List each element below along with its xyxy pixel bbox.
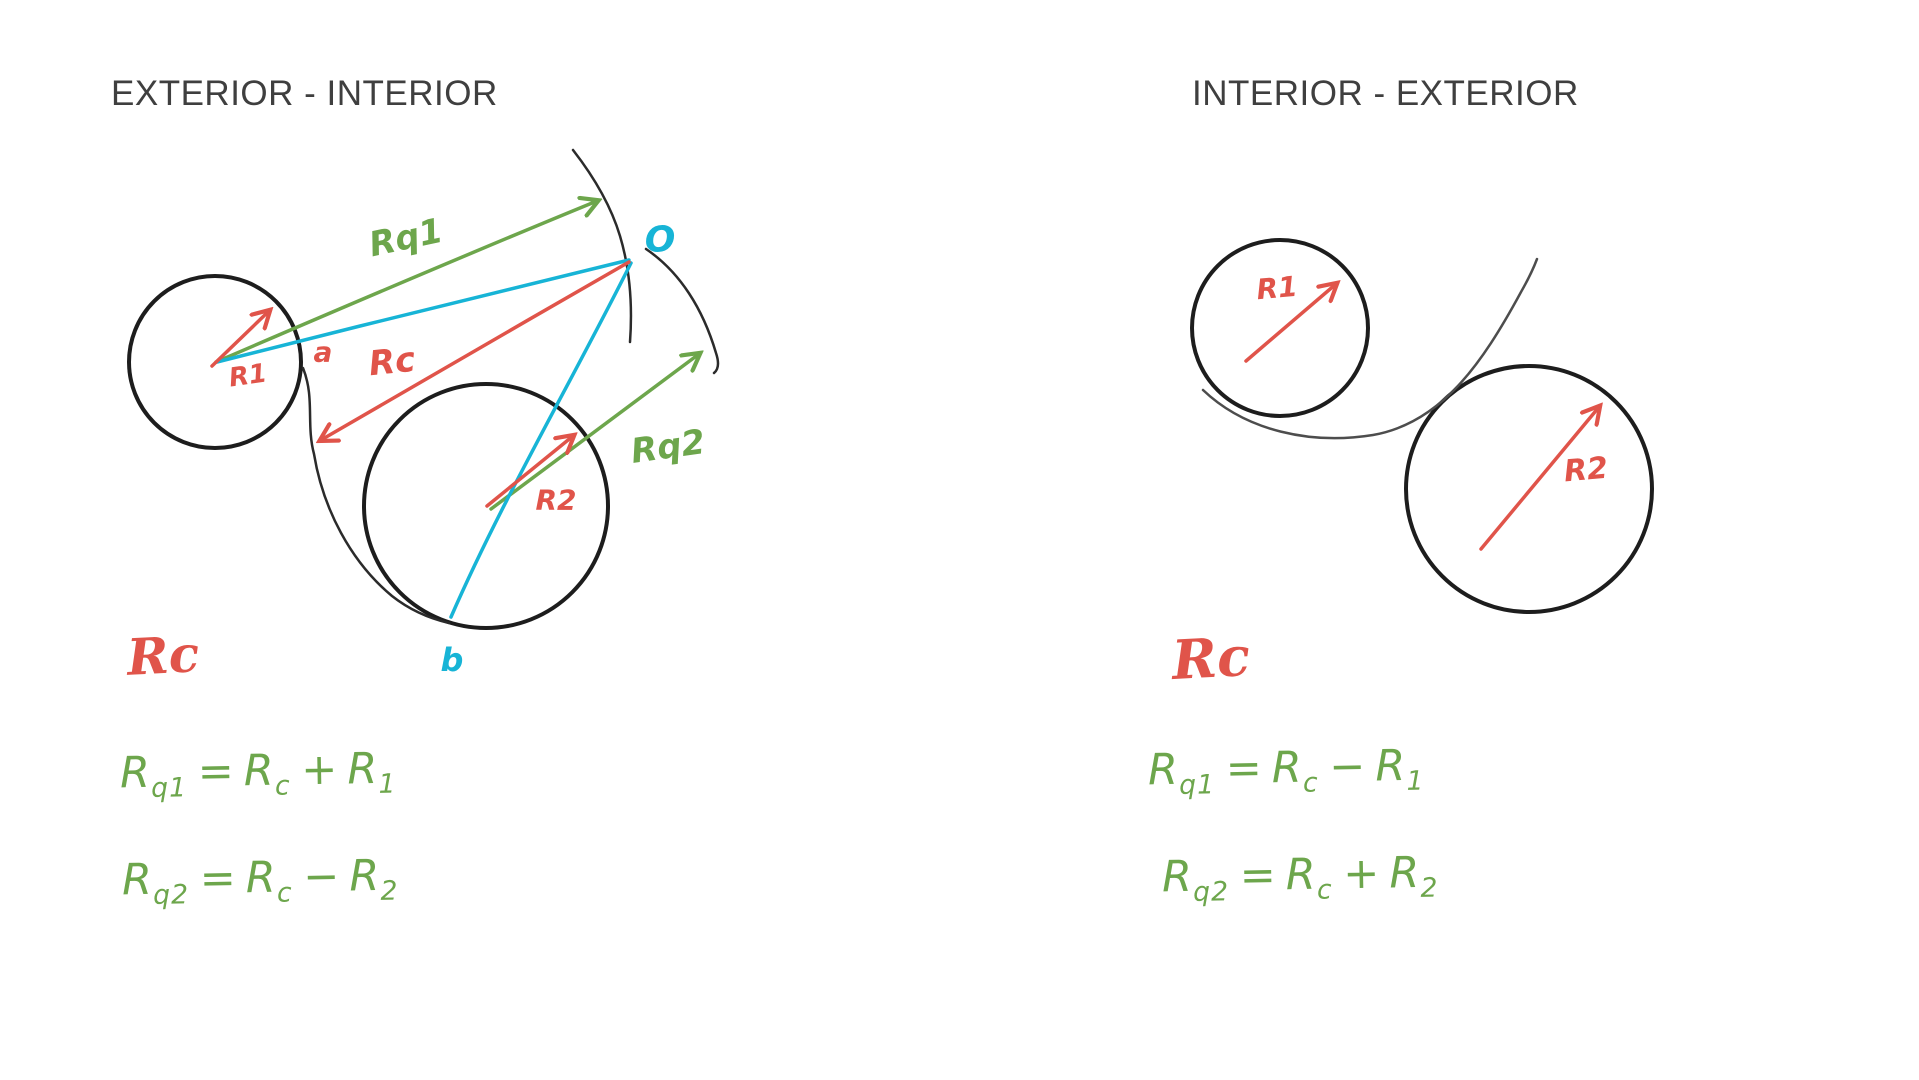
left-label-o: O <box>644 219 676 261</box>
formula-sub: 2 <box>380 875 399 907</box>
formula-term: R <box>243 745 276 797</box>
formula-term: R <box>346 743 379 795</box>
right-label-r2: R2 <box>1562 450 1610 490</box>
left-guide-curve-top <box>571 148 633 344</box>
formula-operator: + <box>300 744 339 796</box>
formula-sub: 1 <box>1406 765 1425 797</box>
left-line-a <box>215 258 631 364</box>
formula-sub: c <box>274 770 291 802</box>
left-label-b: b <box>440 641 464 679</box>
left-arrow-rq2 <box>489 354 699 511</box>
formula-term: R <box>1147 744 1180 796</box>
formula-term: R <box>348 850 381 902</box>
formula-equals: = <box>197 746 236 798</box>
formula-sub: q2 <box>152 878 190 911</box>
formula-term: R <box>245 852 278 904</box>
left-label-r1: R1 <box>227 358 269 394</box>
formula-term: R <box>1374 740 1407 792</box>
left-label-r2: R2 <box>535 483 577 517</box>
left-arrow-r1 <box>210 311 269 368</box>
right-large-circle <box>1404 364 1654 614</box>
right-formula-rq2: Rq2=Rc+R2 <box>1162 848 1441 908</box>
formula-equals: = <box>1225 743 1264 795</box>
formula-term: R <box>1271 742 1304 794</box>
formula-term: R <box>1388 847 1421 899</box>
right-label-r1: R1 <box>1255 269 1299 307</box>
formula-sub: q1 <box>150 771 188 804</box>
formula-term: R <box>119 747 152 799</box>
left-guide-curve-left <box>301 366 451 625</box>
formula-operator: + <box>1342 848 1381 900</box>
left-label-rc: Rc <box>366 339 418 385</box>
formula-equals: = <box>199 853 238 905</box>
left-formula-rq2: Rq2=Rc−R2 <box>122 851 401 911</box>
right-tangent-curve <box>1201 257 1539 440</box>
right-formula-rq1: Rq1=Rc−R1 <box>1148 741 1427 801</box>
left-label-a: a <box>313 335 333 369</box>
right-section-title: INTERIOR - EXTERIOR <box>1192 74 1579 113</box>
left-small-circle <box>127 274 303 450</box>
formula-sub: 2 <box>1420 872 1439 904</box>
formula-term: R <box>1285 849 1318 901</box>
left-large-circle <box>362 382 610 630</box>
left-formula-rq1: Rq1=Rc+R1 <box>120 744 399 804</box>
formula-term: R <box>1161 851 1194 903</box>
formula-sub: q1 <box>1178 768 1216 801</box>
formula-sub: c <box>276 877 293 909</box>
right-small-circle <box>1190 238 1370 418</box>
right-rc-heading: Rc <box>1170 624 1252 692</box>
right-arrow-r1 <box>1244 284 1336 363</box>
left-section-title: EXTERIOR - INTERIOR <box>111 74 498 113</box>
left-arrow-rq1 <box>214 201 597 364</box>
formula-sub: c <box>1316 874 1333 906</box>
left-arrow-rc <box>321 260 631 440</box>
formula-operator: − <box>1328 741 1367 793</box>
left-line-b <box>449 261 633 619</box>
formula-sub: q2 <box>1192 875 1230 908</box>
left-rc-heading: Rc <box>125 624 201 687</box>
right-arrow-r2 <box>1479 407 1599 551</box>
formula-sub: c <box>1302 767 1319 799</box>
formula-equals: = <box>1239 850 1278 902</box>
formula-operator: − <box>302 851 341 903</box>
left-guide-curve-right <box>644 247 720 375</box>
formula-term: R <box>121 854 154 906</box>
left-arrow-r2 <box>485 436 573 508</box>
formula-sub: 1 <box>378 768 397 800</box>
